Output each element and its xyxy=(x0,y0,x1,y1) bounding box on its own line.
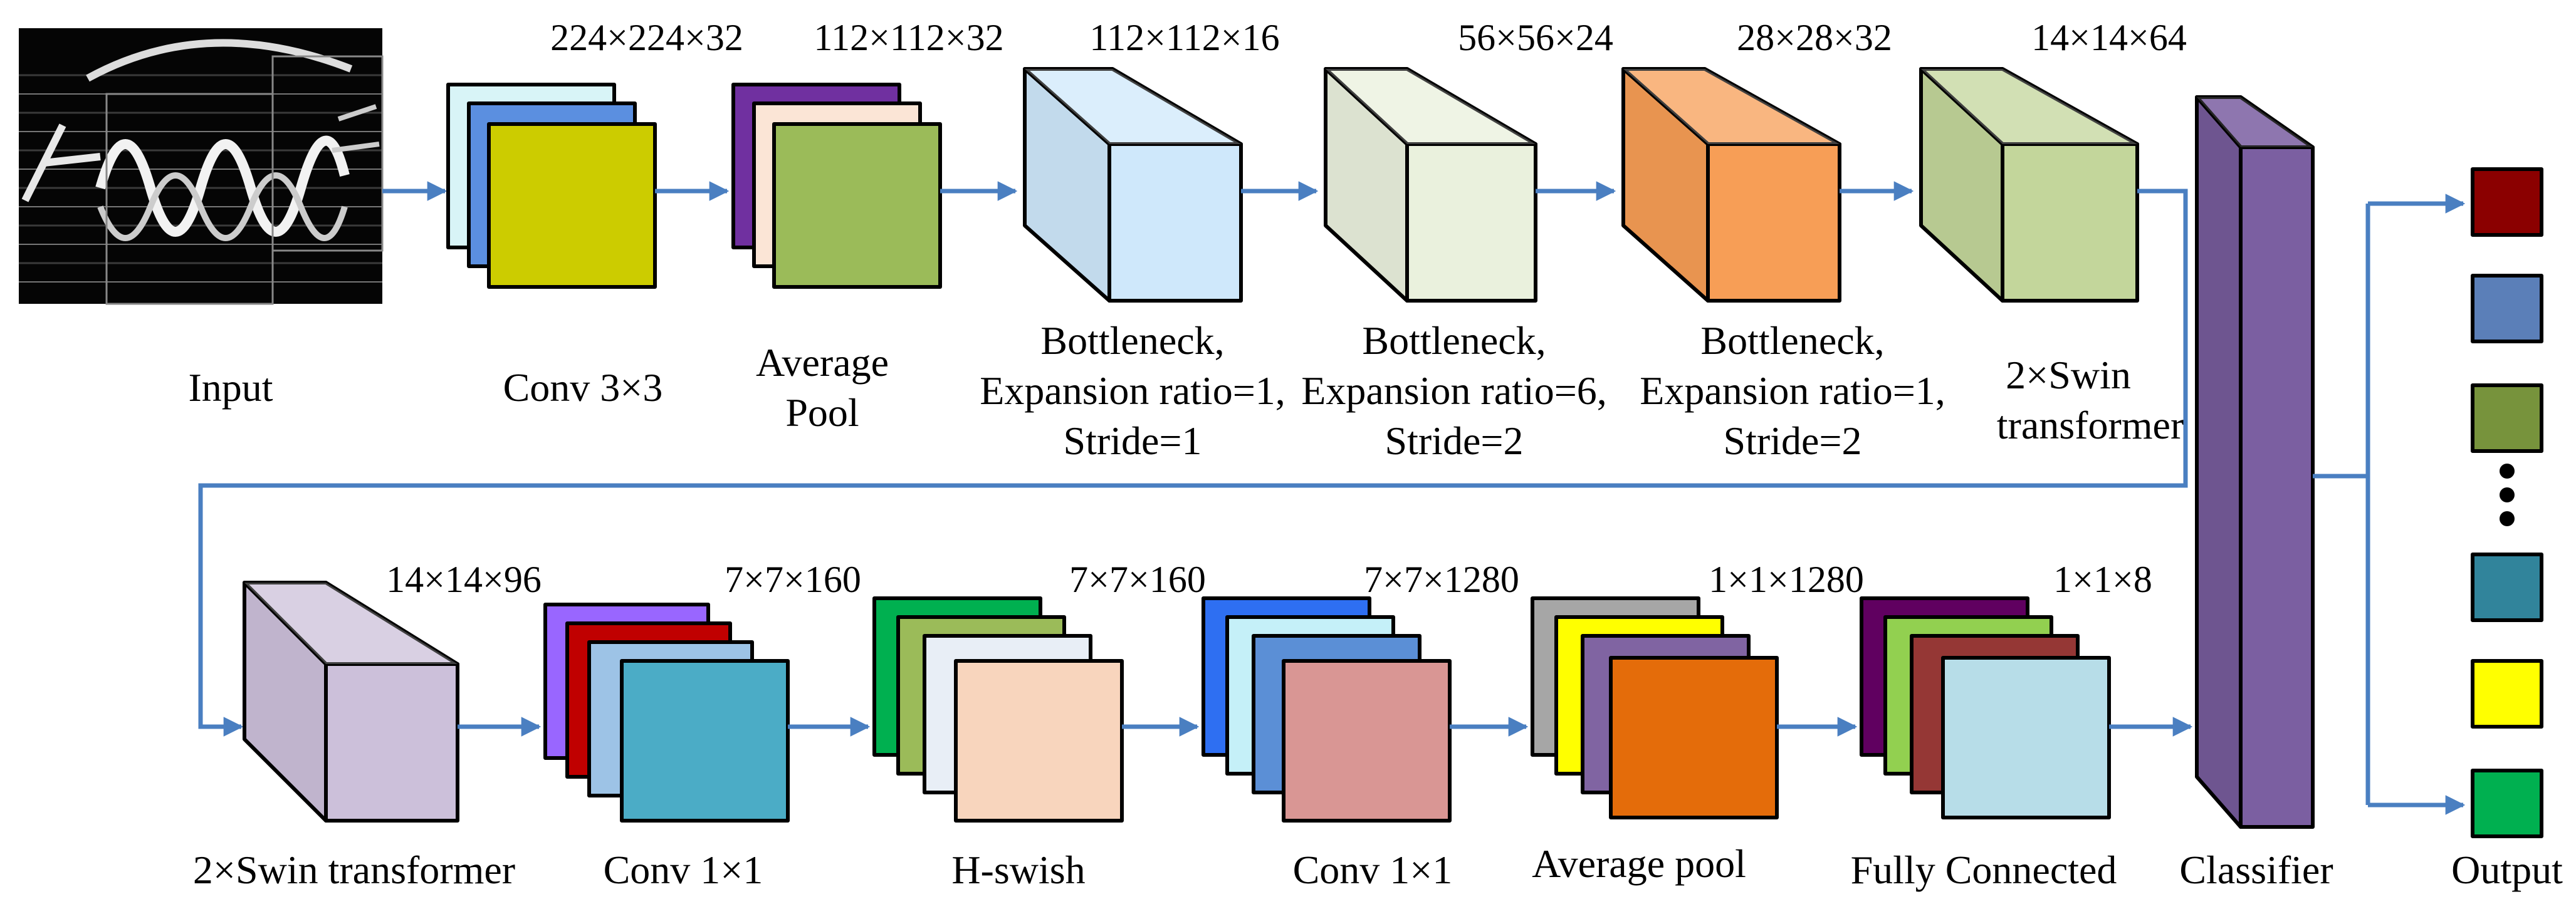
conv1x1a-dim: 7×7×160 xyxy=(725,559,861,600)
ellipsis-dot-3 xyxy=(2500,511,2515,526)
bottleneck3-label-line1: Bottleneck, xyxy=(1700,318,1884,363)
conv1x1b-layer-4 xyxy=(1282,659,1452,823)
conv3x3-layer-3 xyxy=(487,122,657,289)
swin1-label-line2: transformer xyxy=(1997,403,2184,447)
conv1x1b-dim: 7×7×1280 xyxy=(1364,559,1519,600)
bottleneck2-dim: 56×56×24 xyxy=(1458,17,1613,58)
swin1-label-line1: 2×Swin xyxy=(2006,353,2131,397)
output-class-2 xyxy=(2471,274,2543,343)
bottleneck1-label-line2: Expansion ratio=1, xyxy=(980,368,1285,413)
conv1x1a-label: Conv 1×1 xyxy=(604,848,763,892)
avgpool1-block xyxy=(731,83,942,289)
bottleneck1-cube xyxy=(1023,67,1243,303)
bottleneck2-label-line2: Expansion ratio=6, xyxy=(1301,368,1607,413)
bottleneck2-label-line1: Bottleneck, xyxy=(1362,318,1546,363)
fc-dim: 1×1×8 xyxy=(2053,559,2152,600)
conv3x3-label: Conv 3×3 xyxy=(503,365,663,410)
hswish-block xyxy=(872,596,1124,823)
hswish-dim: 7×7×160 xyxy=(1069,559,1206,600)
bottleneck3-label-line2: Expansion ratio=1, xyxy=(1640,368,1945,413)
fc-label: Fully Connected xyxy=(1851,848,2117,892)
swin1-dim: 14×14×64 xyxy=(2031,17,2187,58)
avgpool2-layer-4 xyxy=(1609,656,1779,819)
conv1x1a-layer-4 xyxy=(620,659,790,823)
output-class-5 xyxy=(2471,659,2543,729)
conv3x3-block xyxy=(446,83,657,289)
bottleneck2-cube xyxy=(1324,67,1537,303)
avgpool1-label-line2: Pool xyxy=(785,390,859,435)
swin1-cube xyxy=(1919,67,2139,303)
arrow-swin1-to-swin2 xyxy=(198,189,2188,737)
bottleneck1-dim: 112×112×16 xyxy=(1089,17,1279,58)
output-class-3 xyxy=(2471,383,2543,453)
input-label: Input xyxy=(188,365,273,410)
bottleneck3-cube xyxy=(1621,67,1841,303)
output-label: Output xyxy=(2451,848,2563,892)
classifier-label: Classifier xyxy=(2179,848,2333,892)
fc-layer-4 xyxy=(1941,656,2111,819)
conv3x3-dim: 224×224×32 xyxy=(550,17,743,58)
avgpool1-dim: 112×112×32 xyxy=(814,17,1003,58)
conv1x1b-block xyxy=(1202,596,1452,823)
fc-block xyxy=(1860,596,2111,819)
bottleneck3-label-line3: Stride=2 xyxy=(1724,418,1862,463)
bottleneck2-label-line3: Stride=2 xyxy=(1385,418,1524,463)
hswish-label: H-swish xyxy=(951,848,1085,892)
ellipsis-dot-1 xyxy=(2500,464,2515,479)
avgpool2-block xyxy=(1531,596,1779,819)
bottleneck1-label-line3: Stride=1 xyxy=(1064,418,1202,463)
bottleneck1-label-line1: Bottleneck, xyxy=(1040,318,1224,363)
avgpool1-label-line1: Average xyxy=(756,340,889,385)
input-spectrogram-image xyxy=(19,28,384,305)
conv1x1b-label: Conv 1×1 xyxy=(1293,848,1453,892)
output-class-4 xyxy=(2471,553,2543,622)
swin2-label: 2×Swin transformer xyxy=(193,848,515,892)
classifier-prism xyxy=(2195,95,2315,829)
swin2-dim: 14×14×96 xyxy=(386,559,542,600)
output-class-1 xyxy=(2471,167,2543,237)
bottleneck3-dim: 28×28×32 xyxy=(1737,17,1892,58)
hswish-layer-4 xyxy=(954,659,1124,823)
output-class-6 xyxy=(2471,769,2543,838)
conv1x1a-block xyxy=(543,603,790,823)
swin2-cube xyxy=(243,581,459,823)
ellipsis-dot-2 xyxy=(2500,487,2515,502)
output-classes xyxy=(2471,167,2543,838)
avgpool1-layer-3 xyxy=(772,122,942,289)
avgpool2-label: Average pool xyxy=(1532,841,1746,886)
output-connector xyxy=(2313,194,2466,815)
avgpool2-dim: 1×1×1280 xyxy=(1709,559,1864,600)
